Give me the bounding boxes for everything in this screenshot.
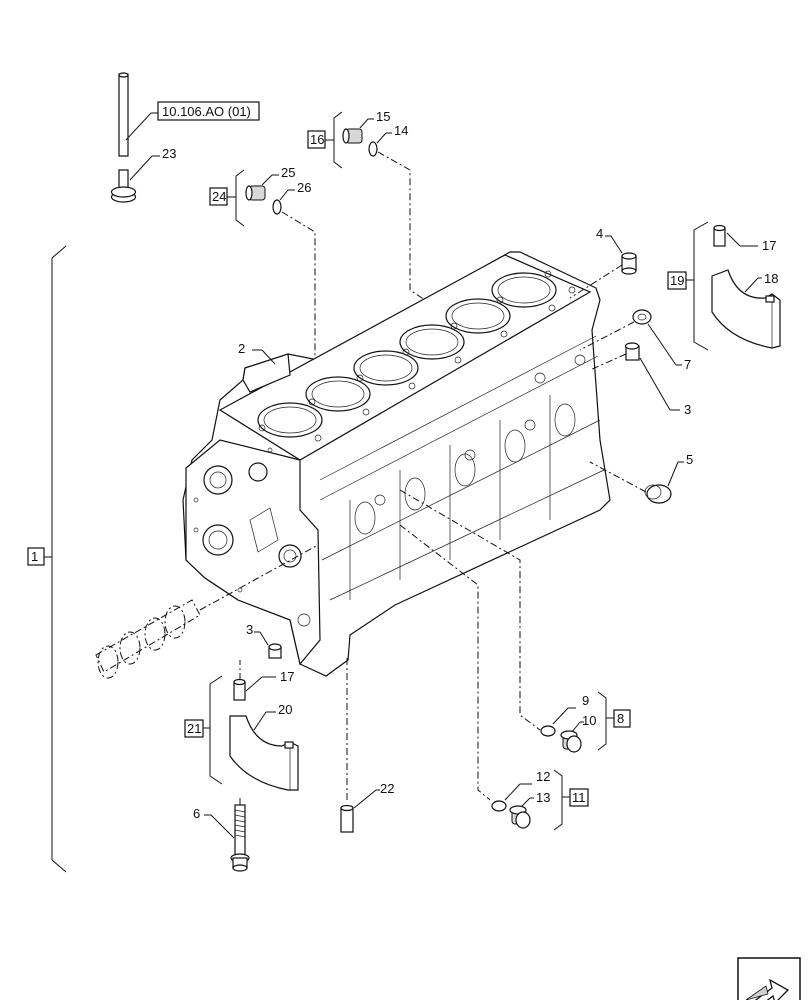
- callout-17b: 17: [762, 238, 776, 253]
- part-7-bushing[interactable]: 7: [579, 309, 691, 372]
- plug-group-24: 24 25 26: [209, 165, 326, 363]
- callout-24: 24: [212, 189, 226, 204]
- callout-4: 4: [596, 226, 603, 241]
- cylinder-bores: [257, 272, 557, 438]
- part-5-plug[interactable]: 5: [589, 452, 693, 504]
- part-17-dowel-lower[interactable]: [233, 678, 246, 701]
- callout-20: 20: [278, 702, 292, 717]
- part-22-dowel[interactable]: 22: [340, 658, 394, 833]
- callout-1: 1: [31, 549, 38, 564]
- part-15-plug[interactable]: [342, 128, 363, 144]
- callout-9: 9: [582, 693, 589, 708]
- part-6-bolt[interactable]: 6: [193, 795, 250, 872]
- callout-23: 23: [162, 146, 176, 161]
- plug-group-8: 8 9 10: [399, 489, 631, 753]
- part-3-plug-lower[interactable]: 3: [246, 622, 282, 659]
- callout-2: 2: [238, 341, 245, 356]
- callout-15: 15: [376, 109, 390, 124]
- part-13-plug[interactable]: [509, 805, 531, 829]
- callout-8: 8: [617, 711, 624, 726]
- callout-25: 25: [281, 165, 295, 180]
- part-9-o-ring[interactable]: [540, 725, 556, 737]
- callout-3a: 3: [684, 402, 691, 417]
- callout-16: 16: [310, 132, 324, 147]
- reference-label: 10.106.AO (01): [162, 104, 251, 119]
- part-14-o-ring[interactable]: [368, 141, 378, 157]
- part-2-engine-block[interactable]: [182, 251, 611, 677]
- callout-11: 11: [572, 790, 586, 805]
- part-23-pin[interactable]: 23 10.106.AO (01): [110, 72, 260, 203]
- bearing-cap-group-19: 19 17 18: [667, 221, 781, 351]
- callout-19: 19: [670, 273, 684, 288]
- callout-10: 10: [582, 713, 596, 728]
- part-17-dowel-upper[interactable]: [713, 224, 726, 247]
- callout-26: 26: [297, 180, 311, 195]
- callout-3b: 3: [246, 622, 253, 637]
- callout-7: 7: [684, 357, 691, 372]
- callout-5: 5: [686, 452, 693, 467]
- bearing-cap-group-21: 21 17 20: [184, 660, 299, 791]
- camshaft-phantom: [95, 544, 319, 679]
- part-20-bearing-cap[interactable]: [229, 715, 299, 791]
- callout-6: 6: [193, 806, 200, 821]
- part-25-plug[interactable]: [245, 185, 266, 201]
- part-18-bearing-cap[interactable]: [711, 269, 781, 349]
- callout-12: 12: [536, 769, 550, 784]
- group-bracket-1: 1: [27, 245, 67, 873]
- part-4-plug[interactable]: 4: [569, 226, 637, 299]
- callout-18: 18: [764, 271, 778, 286]
- next-page-arrow-icon[interactable]: [737, 957, 801, 1000]
- plug-group-11: 11 12 13: [399, 524, 589, 831]
- callout-22: 22: [380, 781, 394, 796]
- callout-13: 13: [536, 790, 550, 805]
- part-26-o-ring[interactable]: [272, 199, 282, 215]
- reference-box[interactable]: [157, 101, 260, 121]
- callout-14: 14: [394, 123, 408, 138]
- callout-17a: 17: [280, 669, 294, 684]
- plug-group-16: 16 15 14: [307, 109, 426, 301]
- part-3-plug-upper[interactable]: 3: [589, 342, 691, 417]
- callout-21: 21: [187, 721, 201, 736]
- part-10-plug[interactable]: [560, 730, 582, 753]
- part-12-o-ring[interactable]: [491, 800, 507, 812]
